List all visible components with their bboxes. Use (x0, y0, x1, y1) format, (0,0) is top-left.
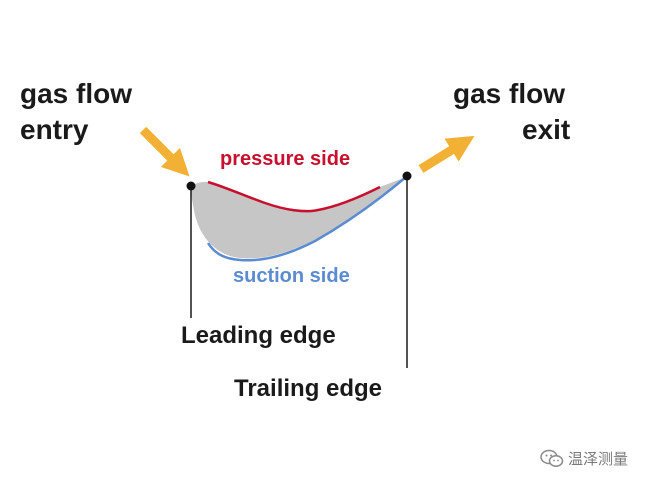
leading-edge-dot (186, 181, 196, 191)
gas-flow-entry-label-line2: entry (20, 114, 89, 145)
leading-edge-label: Leading edge (181, 322, 336, 349)
gas-flow-exit-label: gas flow (453, 78, 566, 109)
pressure-side-label: pressure side (220, 148, 351, 170)
exit-arrow (418, 135, 475, 173)
pressure-side-curve (207, 180, 381, 213)
trailing-edge-dot (402, 171, 412, 181)
suction-side-label: suction side (233, 265, 350, 287)
gas-flow-entry-label: gas flow (20, 78, 133, 109)
watermark: 温泽测量 (540, 448, 628, 469)
wechat-icon (540, 449, 564, 467)
gas-flow-exit-label-line2: exit (522, 114, 571, 145)
blade-profile (191, 177, 406, 259)
trailing-edge-label: Trailing edge (234, 375, 383, 402)
entry-arrow (139, 126, 190, 177)
watermark-text: 温泽测量 (568, 450, 629, 468)
suction-side-curve (206, 176, 407, 262)
